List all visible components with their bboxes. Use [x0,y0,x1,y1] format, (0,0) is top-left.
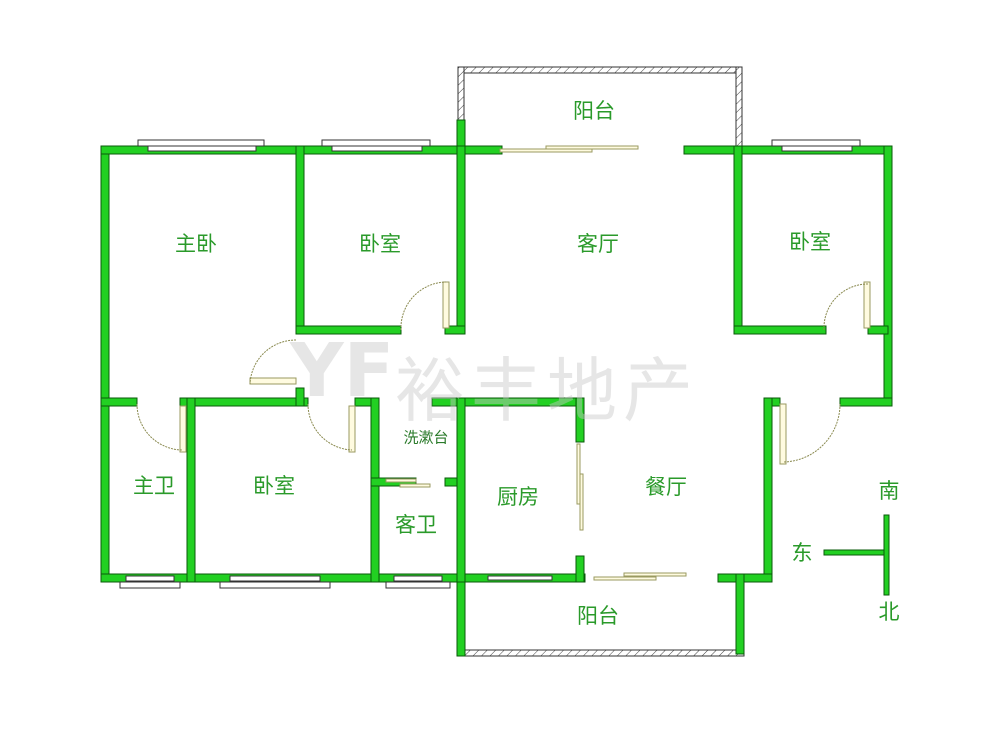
room-master-bath: 主卫 [133,474,175,498]
room-guest-bath: 客卫 [395,513,437,537]
compass-south: 南 [878,479,900,503]
room-living-room: 客厅 [577,232,619,256]
swing-doors [136,281,871,465]
room-bedroom-south: 卧室 [253,474,295,498]
compass [823,514,890,596]
room-master-bedroom: 主卧 [175,232,217,256]
balcony-bottom-railing [457,649,745,657]
watermark-logo: YF [290,328,395,414]
compass-north: 北 [878,600,900,624]
room-balcony-top: 阳台 [573,99,615,123]
room-wash-basin: 洗漱台 [403,428,449,447]
room-dining-room: 餐厅 [645,475,687,499]
room-bedroom-north: 卧室 [359,232,401,256]
watermark-text: 裕丰地产 [395,350,699,432]
balcony-top-railing [457,66,743,150]
room-balcony-bottom: 阳台 [577,604,619,628]
windows [119,139,861,589]
room-kitchen: 厨房 [497,485,539,509]
sliding-doors [385,145,687,581]
room-bedroom-east: 卧室 [789,230,831,254]
compass-east: 东 [791,541,813,565]
